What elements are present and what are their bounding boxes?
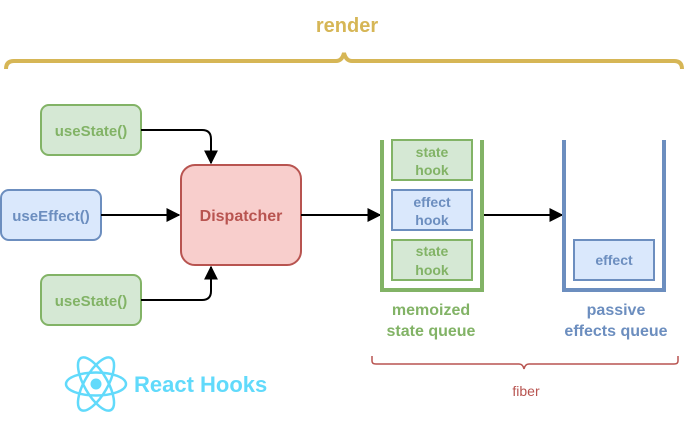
state-queue-item-line1: state [416, 144, 449, 160]
hook-usestate-top-label: useState() [55, 123, 128, 140]
hook-usestate-bottom: useState() [40, 274, 142, 326]
fiber-brace [371, 356, 679, 370]
state-queue-item-line1: state [416, 243, 449, 259]
state-queue-item: state hook [391, 139, 473, 181]
state-queue-container [380, 140, 484, 292]
state-queue-item-line2: hook [415, 162, 449, 178]
dispatcher-label: Dispatcher [200, 208, 283, 225]
react-atom-icon [64, 356, 128, 412]
hook-useeffect-label: useEffect() [12, 208, 90, 225]
effects-queue-container [562, 140, 666, 292]
state-queue-item-line1: effect [413, 194, 451, 210]
state-queue-caption-line2: state queue [387, 323, 476, 340]
effects-queue-item-label: effect [595, 252, 633, 268]
hook-useeffect: useEffect() [0, 189, 102, 241]
arrow-usestate-top-to-dispatcher [141, 129, 218, 165]
state-queue-item: state hook [391, 239, 473, 281]
hook-usestate-bottom-label: useState() [55, 293, 128, 310]
hook-usestate-top: useState() [40, 104, 142, 156]
state-queue-caption-line1: memoized [392, 302, 470, 319]
state-queue-item: effect hook [391, 189, 473, 231]
arrow-usestate-bottom-to-dispatcher [141, 265, 218, 301]
effects-queue-caption-line1: passive [587, 302, 646, 319]
state-queue-item-line2: hook [415, 262, 449, 278]
effects-queue-caption-line2: effects queue [564, 323, 667, 340]
render-brace [4, 52, 684, 70]
dispatcher-box: Dispatcher [180, 164, 302, 266]
render-label: render [316, 15, 378, 37]
effects-queue-item: effect [573, 239, 655, 281]
fiber-label: fiber [512, 383, 540, 399]
react-hooks-logo-text: React Hooks [134, 372, 267, 397]
state-queue-item-line2: hook [415, 212, 449, 228]
